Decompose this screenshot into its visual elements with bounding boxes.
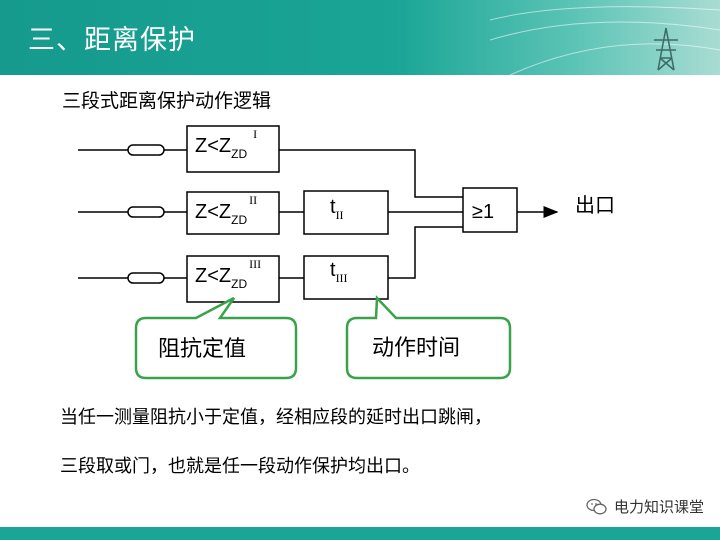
time-delay-zone3 xyxy=(303,255,389,300)
impedance-relay-zone1 xyxy=(186,125,280,173)
callout-time-text: 动作时间 xyxy=(372,336,460,361)
power-tower-graphic xyxy=(490,6,720,75)
callout-impedance-setting xyxy=(134,296,298,380)
t3-sub: III xyxy=(336,271,348,285)
z1-sup: I xyxy=(253,127,257,141)
body-text-line-1: 当任一测量阻抗小于定值，经相应段的延时出口跳闸， xyxy=(60,407,492,428)
or-gate xyxy=(462,187,518,233)
svg-text:Z<ZZDII: Z<ZZDII xyxy=(195,193,257,227)
z2-sup: II xyxy=(249,193,257,207)
input-line-3 xyxy=(78,272,187,284)
t2-sub: II xyxy=(336,208,344,222)
z3-main: Z<Z xyxy=(195,265,231,287)
impedance-relay-zone3 xyxy=(186,255,280,303)
connection-lines xyxy=(279,149,559,279)
z3-sup: III xyxy=(249,257,261,271)
callout-impedance-text: 阻抗定值 xyxy=(158,337,246,362)
input-line-2 xyxy=(78,206,187,218)
t2-main: t xyxy=(330,196,336,218)
body-text-line-2: 三段取或门，也就是任一段动作保护均出口。 xyxy=(60,456,420,477)
watermark: 电力知识课堂 xyxy=(586,496,704,517)
watermark-text: 电力知识课堂 xyxy=(613,498,704,516)
svg-text:tIII: tIII xyxy=(330,259,348,285)
t3-main: t xyxy=(330,259,336,281)
impedance-relay-zone2 xyxy=(186,191,280,235)
svg-text:Z<ZZDI: Z<ZZD I xyxy=(195,127,257,161)
svg-text:tII: tII xyxy=(330,196,344,222)
z3-sub: ZD xyxy=(231,277,247,291)
callout-operating-time xyxy=(345,295,512,380)
z2-main: Z<Z xyxy=(195,201,231,223)
input-line-1 xyxy=(78,144,187,156)
diagram-subtitle: 三段式距离保护动作逻辑 xyxy=(62,90,272,112)
output-label: 出口 xyxy=(575,193,615,217)
wechat-icon xyxy=(586,498,607,514)
z1-main: Z<Z xyxy=(195,135,231,157)
z1-sub: ZD xyxy=(231,147,247,161)
z2-sub: ZD xyxy=(231,213,247,227)
page-title: 三、距离保护 xyxy=(28,25,196,56)
footer-bar xyxy=(0,527,720,540)
time-delay-zone2 xyxy=(303,190,389,235)
or-gate-label: ≥1 xyxy=(472,201,494,223)
header-bar: 三、距离保护 xyxy=(0,0,720,75)
svg-text:Z<ZZDIII: Z<ZZDIII xyxy=(195,257,261,291)
